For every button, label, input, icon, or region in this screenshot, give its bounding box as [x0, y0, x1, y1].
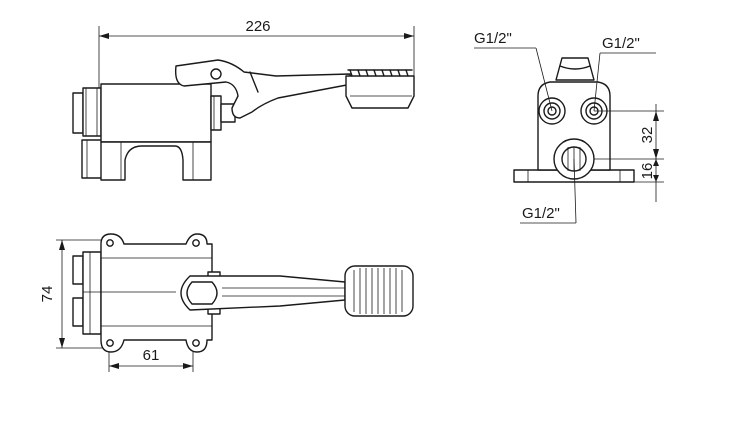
port-label-left: G1/2" — [474, 30, 512, 47]
side-inlet-connector — [72, 92, 84, 134]
side-outlet-connector — [81, 139, 103, 179]
dimension-port-offset-upper-label: 32 — [639, 127, 656, 144]
port-label-bottom: G1/2" — [522, 205, 560, 222]
side-valve-body — [100, 83, 212, 143]
end-view: G1/2" G1/2" G1/2" 32 16 — [474, 30, 664, 224]
side-lever-pivot — [210, 68, 222, 80]
dimension-port-offset-lower-label: 16 — [639, 163, 656, 180]
dimension-mount-spacing: 61 — [108, 347, 194, 372]
top-lever-arm — [180, 275, 346, 311]
side-lever-arm — [174, 59, 353, 119]
top-foot-pedal — [344, 265, 414, 317]
mounting-hole-bottom-right — [192, 339, 200, 347]
dimension-width-label: 74 — [39, 286, 56, 303]
port-label-right: G1/2" — [602, 35, 640, 52]
side-spindle-housing — [210, 95, 222, 131]
top-pedal-ribs — [353, 268, 403, 314]
side-view: 226 — [72, 18, 415, 181]
mounting-hole-top-right — [192, 239, 200, 247]
top-connector-upper — [72, 255, 84, 285]
top-view: 74 61 — [39, 233, 414, 372]
side-foot-pedal — [345, 75, 415, 109]
side-mounting-base — [100, 141, 212, 181]
mounting-hole-top-left — [106, 239, 114, 247]
dimension-width: 74 — [39, 239, 106, 349]
top-nut-block — [82, 251, 102, 335]
dimension-overall-length: 226 — [98, 18, 415, 100]
dimension-overall-length-label: 226 — [245, 18, 270, 35]
mounting-hole-bottom-left — [106, 339, 114, 347]
dimension-port-offsets: 32 16 — [594, 104, 664, 202]
top-base-plate — [100, 233, 213, 353]
top-connector-lower — [72, 297, 84, 327]
dimension-mount-spacing-label: 61 — [143, 347, 160, 364]
